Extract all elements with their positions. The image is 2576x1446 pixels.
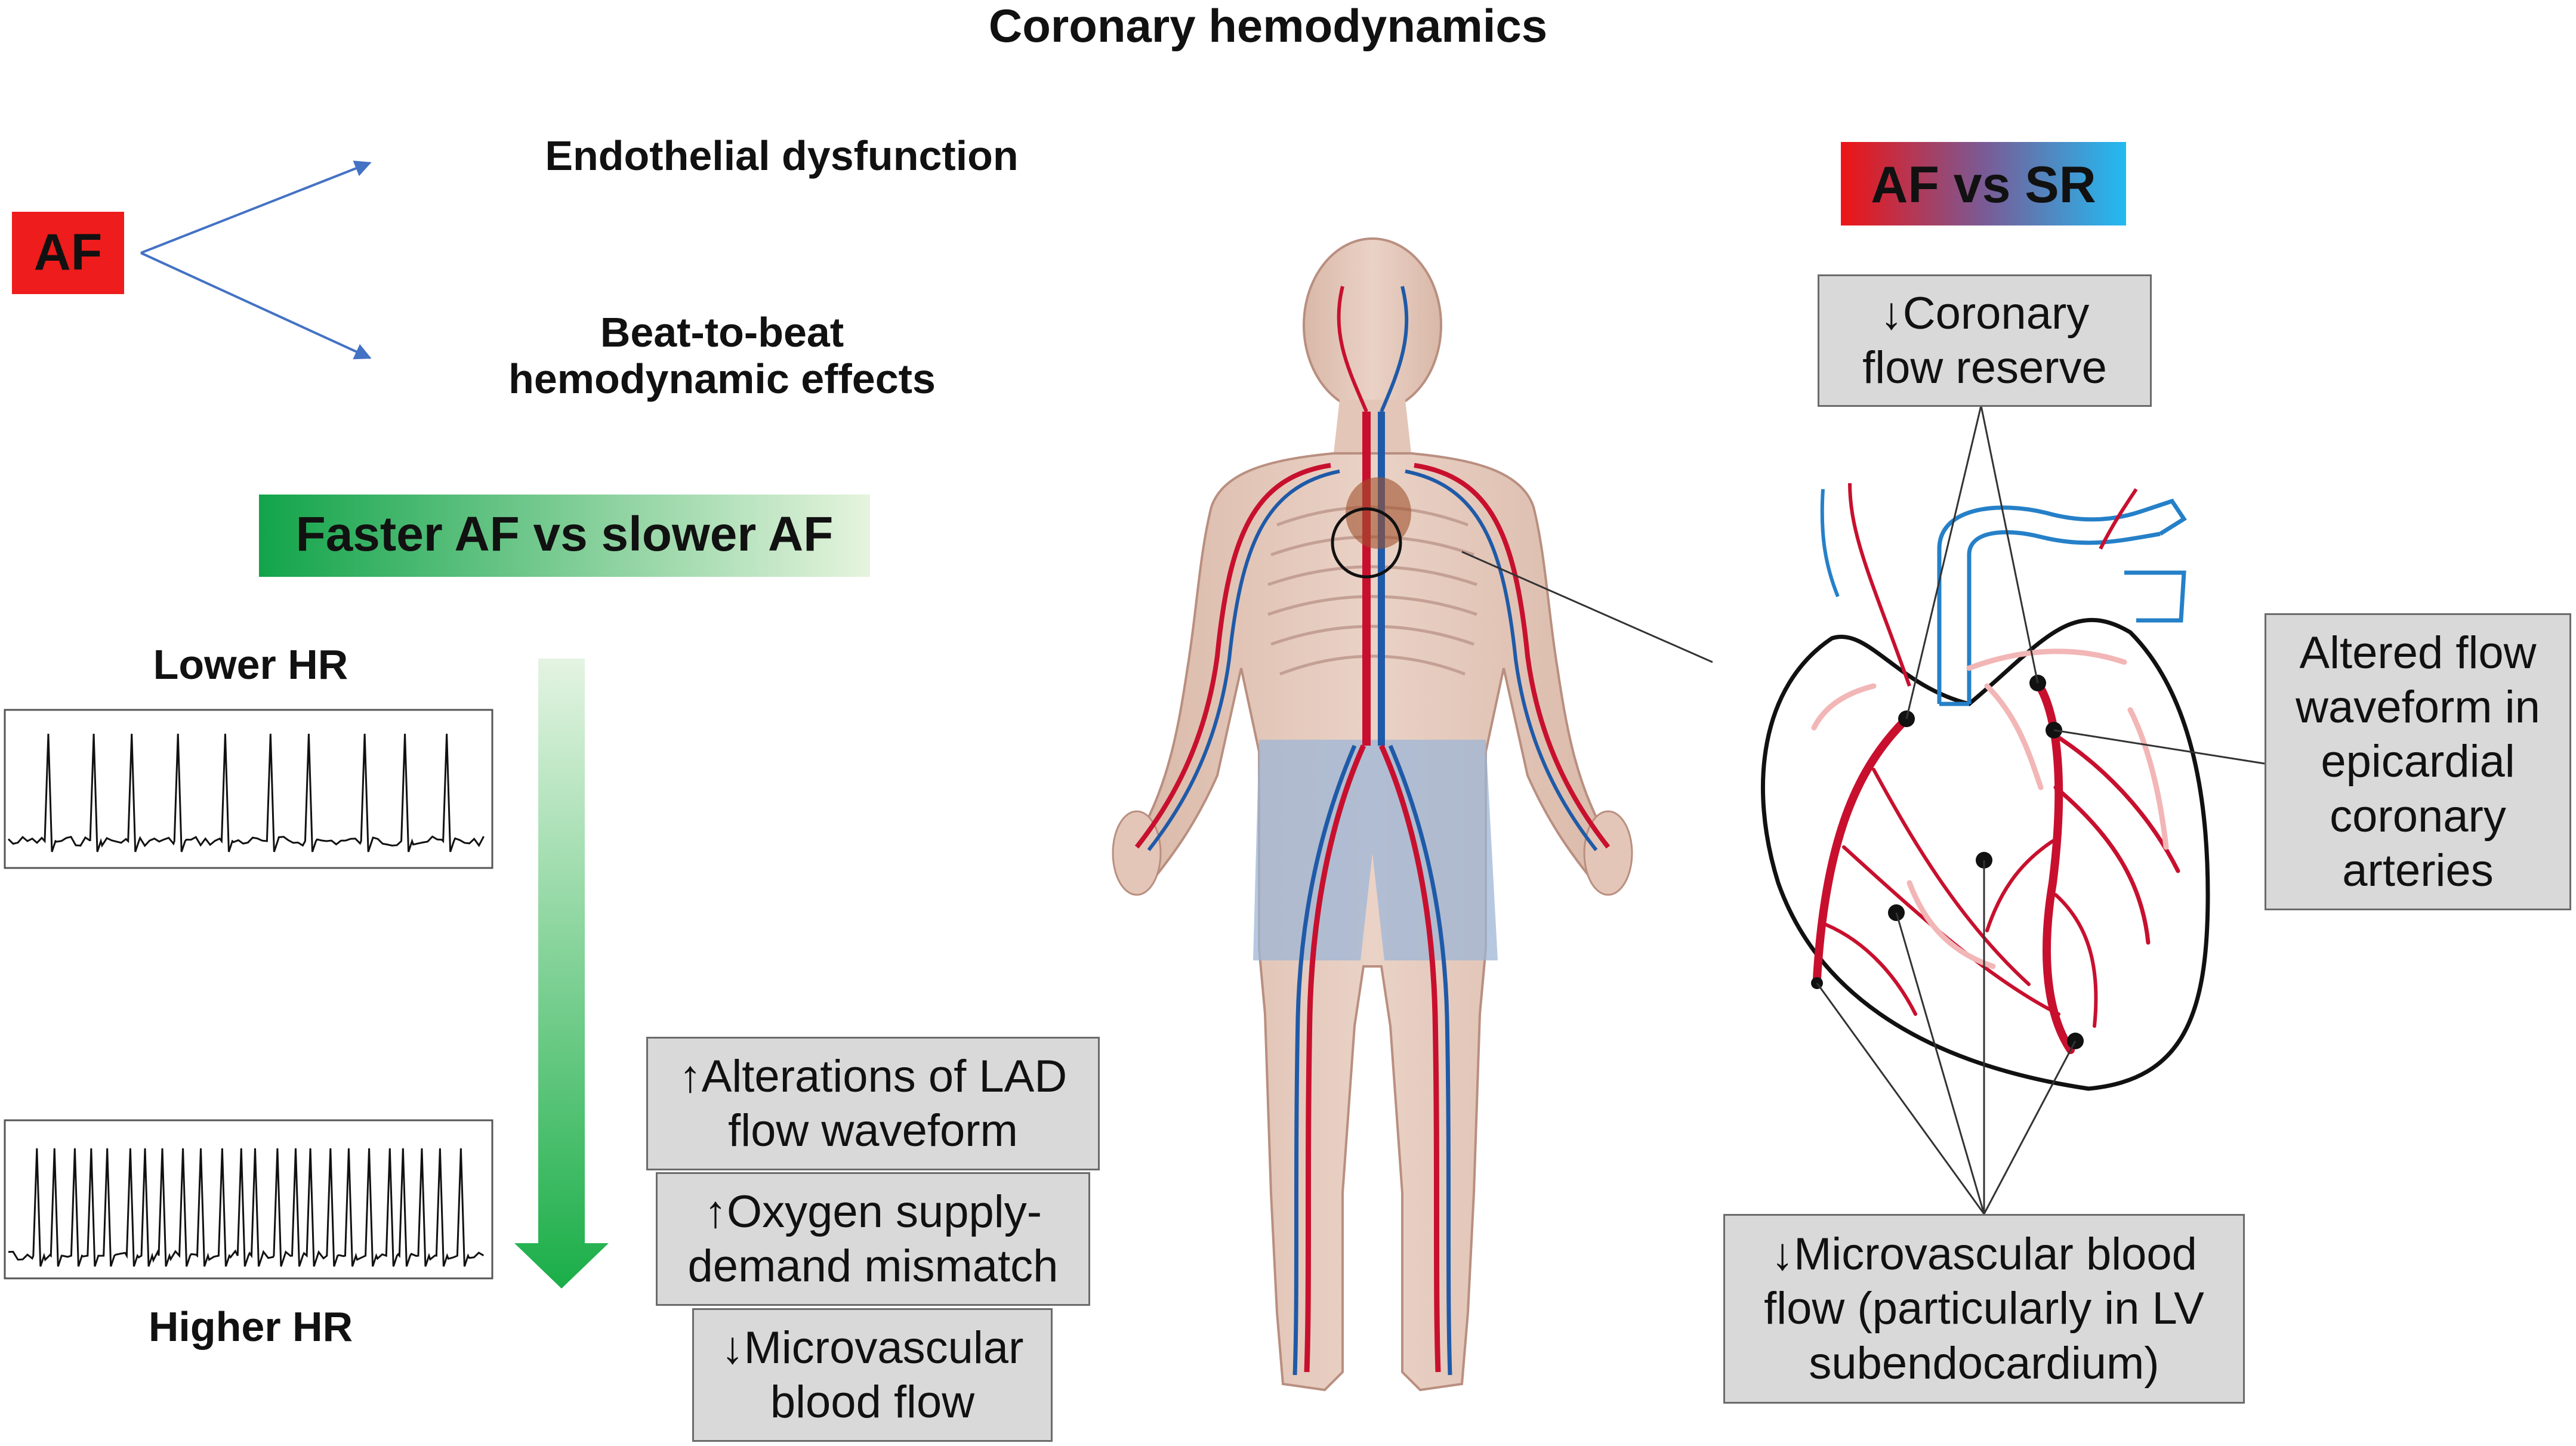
ecg-higher-hr-panel	[4, 1119, 493, 1280]
arrow-down-icon: ↓	[721, 1322, 744, 1373]
af-arrow-up	[140, 160, 372, 254]
arrow-down-icon: ↓	[1880, 288, 1903, 339]
af-badge-label: AF	[33, 224, 103, 281]
lower-hr-label: Lower HR	[153, 641, 348, 688]
box-oxygen-mismatch: ↑Oxygen supply-demand mismatch	[656, 1172, 1090, 1306]
heart-illustration	[1760, 483, 2210, 1091]
af-vs-sr-label: AF vs SR	[1871, 156, 2096, 214]
arrow-down-icon: ↓	[1771, 1229, 1794, 1280]
af-arrow-down	[140, 252, 372, 360]
endothelial-dysfunction-label: Endothelial dysfunction	[545, 132, 1019, 179]
ecg-lower-hr-panel	[4, 709, 493, 869]
arrow-up-icon: ↑	[704, 1186, 727, 1237]
figure-title: Coronary hemodynamics	[988, 0, 1548, 52]
body-illustration	[1112, 237, 1633, 1392]
beat-to-beat-label: Beat-to-beat hemodynamic effects	[508, 309, 936, 403]
higher-hr-label: Higher HR	[148, 1303, 353, 1350]
gradient-arrow	[514, 659, 609, 1289]
af-badge	[12, 212, 124, 294]
zoom-line	[1461, 551, 1713, 663]
ecg-lower-hr-trace	[7, 733, 485, 852]
arrow-up-icon: ↑	[678, 1050, 702, 1102]
faster-af-banner	[259, 495, 870, 577]
heart-highlight-circle	[1331, 507, 1402, 579]
af-vs-sr-banner	[1841, 142, 2126, 225]
ecg-higher-hr-trace	[8, 1148, 485, 1267]
leader-lines	[1816, 405, 2265, 1215]
faster-af-label: Faster AF vs slower AF	[295, 507, 834, 561]
